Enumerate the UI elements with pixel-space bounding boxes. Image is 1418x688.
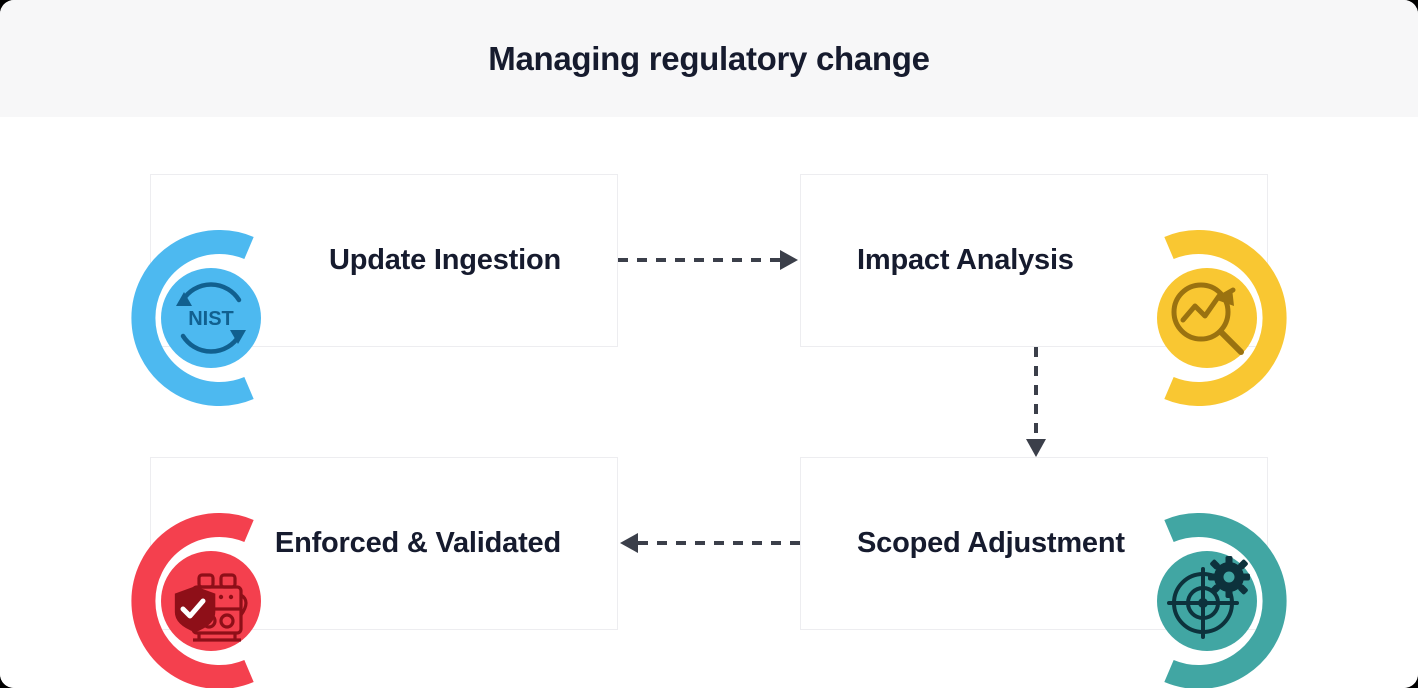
connector-update-ingestion-to-impact-analysis (618, 248, 800, 272)
node-label: Update Ingestion (328, 244, 561, 276)
magnifier-trend-arrow-icon (1119, 230, 1295, 406)
target-gear-icon (1119, 513, 1295, 688)
arrowhead-right-icon (780, 250, 798, 270)
node-label: Impact Analysis (857, 244, 1074, 276)
node-label: Scoped Adjustment (857, 527, 1125, 559)
diagram-node-update-ingestion[interactable]: Update Ingestion NIST (131, 174, 618, 406)
nist-icon-text: NIST (188, 308, 234, 330)
page-header: Managing regulatory change (0, 0, 1418, 117)
connector-impact-analysis-to-scoped-adjustment (1024, 347, 1048, 459)
arrowhead-left-icon (620, 533, 638, 553)
diagram-node-enforced-validated[interactable]: Enforced & Validated (131, 457, 618, 688)
diagram-node-impact-analysis[interactable]: Impact Analysis (800, 174, 1287, 406)
nist-refresh-cycle-icon: NIST (123, 230, 299, 406)
page-title: Managing regulatory change (488, 40, 930, 77)
arrowhead-down-icon (1026, 439, 1046, 457)
shield-check-machine-icon (123, 513, 299, 688)
diagram-canvas: Update Ingestion NIST (0, 117, 1418, 688)
diagram-node-scoped-adjustment[interactable]: Scoped Adjustment (800, 457, 1287, 688)
node-label: Enforced & Validated (274, 527, 561, 559)
connector-scoped-adjustment-to-enforced-validated (618, 531, 800, 555)
